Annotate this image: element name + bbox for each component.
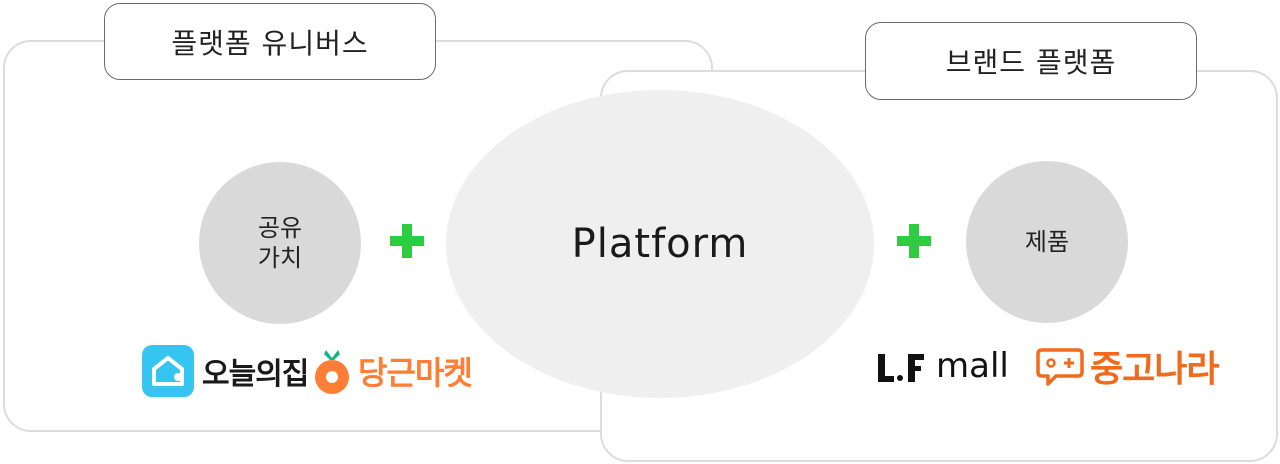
plus-icon — [897, 224, 931, 258]
ohouse-logo-text: 오늘의집 — [202, 357, 309, 392]
joongna-logo-text: 중고나라 — [1090, 349, 1219, 390]
lf-icon — [878, 354, 924, 382]
house-icon — [142, 345, 194, 397]
daangn-logo: 당근마켓 — [312, 344, 473, 398]
platform-universe-label: 플랫폼 유니버스 — [104, 3, 436, 80]
lfmall-logo: mall — [876, 340, 1009, 392]
brand-platform-label: 브랜드 플랫폼 — [865, 22, 1197, 100]
plus-icon — [390, 224, 424, 258]
lfmall-logo-text: mall — [936, 346, 1009, 386]
shared-value-line2: 가치 — [257, 244, 303, 272]
shared-value-line1: 공유 — [257, 214, 303, 242]
ohouse-logo: 오늘의집 — [142, 344, 309, 398]
shared-value-circle: 공유 가치 — [199, 162, 361, 324]
joongna-logo: 중고나라 — [1036, 338, 1219, 394]
carrot-icon — [315, 350, 349, 394]
platform-ellipse: Platform — [446, 90, 874, 398]
platform-label: Platform — [571, 221, 749, 267]
daangn-logo-text: 당근마켓 — [358, 354, 473, 392]
chat-icon — [1036, 348, 1084, 386]
product-label: 제품 — [1024, 228, 1070, 256]
product-circle: 제품 — [966, 161, 1128, 323]
